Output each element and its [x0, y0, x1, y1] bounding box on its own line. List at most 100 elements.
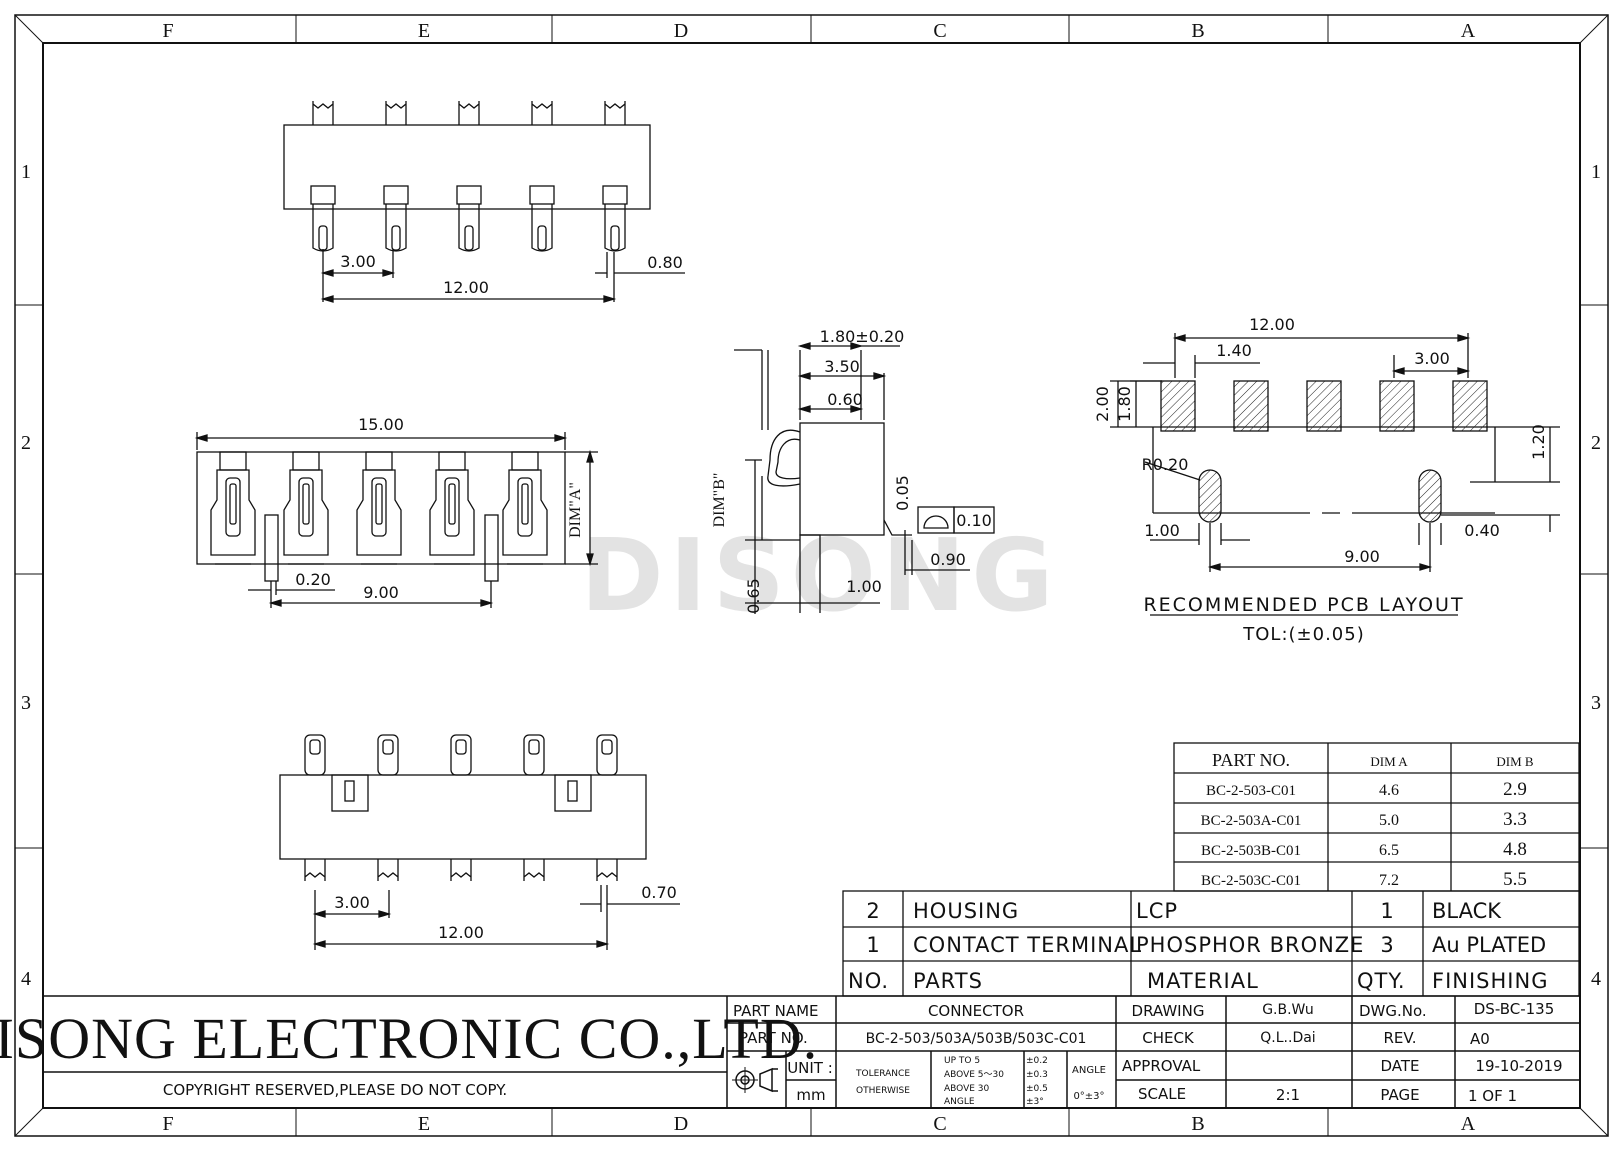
part-no-label: PART NO.	[739, 1029, 808, 1047]
bom-cell: Au PLATED	[1432, 933, 1546, 957]
dim-table-cell: 5.5	[1503, 869, 1527, 890]
pcb-layout-title: RECOMMENDED PCB LAYOUT	[1143, 594, 1464, 616]
dim-side-d7: 0.65	[744, 578, 763, 614]
bom-cell: 1	[866, 933, 879, 957]
tol-range-1: UP TO 5	[944, 1056, 980, 1066]
dim-side-d6: 1.00	[846, 577, 882, 596]
dim-table-cell: 6.5	[1379, 842, 1399, 859]
dim-pcb-040: 0.40	[1464, 521, 1500, 540]
dim-table-header: PART NO.	[1212, 750, 1290, 770]
drawing-label: DRAWING	[1132, 1002, 1205, 1020]
dim-bottom-pin-width: 0.70	[641, 883, 677, 902]
top-view-pin	[310, 101, 336, 252]
dim-front-dim-a: DIM"A"	[567, 482, 584, 538]
zone-labels: F E D C B A F E D C B A 1 2 3 4 1 2 3 4	[21, 20, 1601, 1135]
bottom-view-pin	[304, 734, 326, 881]
zone-col-bottom: B	[1191, 1113, 1204, 1135]
bom-header: PARTS	[913, 969, 983, 993]
dim-pcb-180: 1.80	[1115, 386, 1134, 422]
dim-pcb-pitch: 3.00	[1414, 349, 1450, 368]
zone-col-top: B	[1191, 20, 1204, 42]
dim-pcb-140: 1.40	[1216, 341, 1252, 360]
tol-value-3: ±0.5	[1026, 1084, 1048, 1094]
date-value: 19-10-2019	[1475, 1057, 1562, 1075]
front-view-contact	[502, 451, 548, 565]
bom-header: QTY.	[1357, 969, 1406, 993]
dim-side-d2: 3.50	[824, 357, 860, 376]
bom-cell: HOUSING	[913, 899, 1019, 923]
dim-front-gap: 0.20	[295, 570, 331, 589]
tol-value-1: ±0.2	[1026, 1056, 1048, 1066]
approval-label: APPROVAL	[1122, 1057, 1201, 1075]
dim-side-d5: 0.90	[930, 550, 966, 569]
bottom-view-pin	[596, 734, 618, 881]
dim-table-cell: BC-2-503B-C01	[1201, 843, 1301, 859]
scale-label: SCALE	[1138, 1085, 1186, 1103]
angle-label: ANGLE	[1072, 1065, 1106, 1076]
dim-pcb-200: 2.00	[1093, 386, 1112, 422]
tolerance-label: TOLERANCE	[855, 1069, 910, 1079]
drawing-value: G.B.Wu	[1262, 1002, 1314, 1018]
angle-value: 0°±3°	[1073, 1091, 1104, 1102]
scale-value: 2:1	[1276, 1086, 1300, 1104]
zone-row-right: 4	[1591, 968, 1601, 990]
bottom-view-pin	[450, 734, 472, 881]
zone-row-right: 1	[1591, 161, 1601, 183]
dwg-label: DWG.No.	[1359, 1002, 1427, 1020]
bom-cell: BLACK	[1432, 899, 1502, 923]
top-view-dims: 3.00 12.00 0.80	[340, 252, 683, 297]
unit-value: mm	[796, 1086, 825, 1104]
watermark: DISONG	[580, 517, 1059, 634]
part-name-label: PART NAME	[733, 1002, 819, 1020]
pcb-layout	[1110, 333, 1560, 616]
tol-range-4: ANGLE	[944, 1097, 975, 1107]
dim-table-cell: 4.8	[1503, 839, 1527, 860]
bom-cell: 1	[1380, 899, 1393, 923]
page-label: PAGE	[1380, 1086, 1419, 1104]
dim-top-pin-width: 0.80	[647, 253, 683, 272]
dim-front-width: 15.00	[358, 415, 404, 434]
title-block	[43, 995, 1579, 1108]
pcb-pad	[1306, 380, 1342, 432]
tol-range-2: ABOVE 5～30	[944, 1070, 1004, 1080]
zone-col-top: A	[1461, 20, 1476, 42]
dim-table	[1173, 742, 1580, 892]
check-label: CHECK	[1142, 1029, 1195, 1047]
dim-table-header: DIM A	[1370, 754, 1408, 769]
dim-top-span: 12.00	[443, 278, 489, 297]
dim-pcb-span: 12.00	[1249, 315, 1295, 334]
zone-row-left: 4	[21, 968, 31, 990]
pcb-pad	[1160, 380, 1196, 432]
pcb-layout-tolerance: TOL:(±0.05)	[1242, 624, 1364, 645]
zone-row-right: 3	[1591, 692, 1601, 714]
tolerance-label-2: OTHERWISE	[856, 1086, 910, 1096]
bom-cell: PHOSPHOR BRONZE	[1136, 933, 1364, 957]
dim-top-pitch: 3.00	[340, 252, 376, 271]
zone-col-top: F	[162, 20, 173, 42]
dim-table-cell: 2.9	[1503, 779, 1527, 800]
bottom-view-pin	[523, 734, 545, 881]
top-view-pin	[529, 101, 555, 252]
tol-value-4: ±3°	[1026, 1097, 1044, 1107]
date-label: DATE	[1380, 1057, 1419, 1075]
front-view-contact	[429, 451, 475, 565]
pcb-pad	[1379, 380, 1415, 432]
zone-row-left: 2	[21, 432, 31, 454]
zone-row-right: 2	[1591, 432, 1601, 454]
dim-pcb-100: 1.00	[1144, 521, 1180, 540]
side-view	[734, 342, 995, 614]
zone-row-left: 1	[21, 161, 31, 183]
dim-table-header: DIM B	[1496, 754, 1534, 769]
front-view-dims: 15.00 DIM"A" 0.20 9.00	[295, 415, 584, 602]
pcb-dims: 12.00 1.40 3.00 2.00 1.80 R0.20 1.20 1.0…	[1093, 315, 1548, 645]
dim-bottom-pitch: 3.00	[334, 893, 370, 912]
dim-side-d3: 0.60	[827, 390, 863, 409]
front-view	[194, 432, 598, 608]
dim-table-cell: 7.2	[1379, 872, 1399, 889]
rev-label: REV.	[1384, 1029, 1417, 1047]
dim-table-cell: 5.0	[1379, 812, 1399, 829]
tol-range-3: ABOVE 30	[944, 1084, 990, 1094]
dim-front-peg-span: 9.00	[363, 583, 399, 602]
